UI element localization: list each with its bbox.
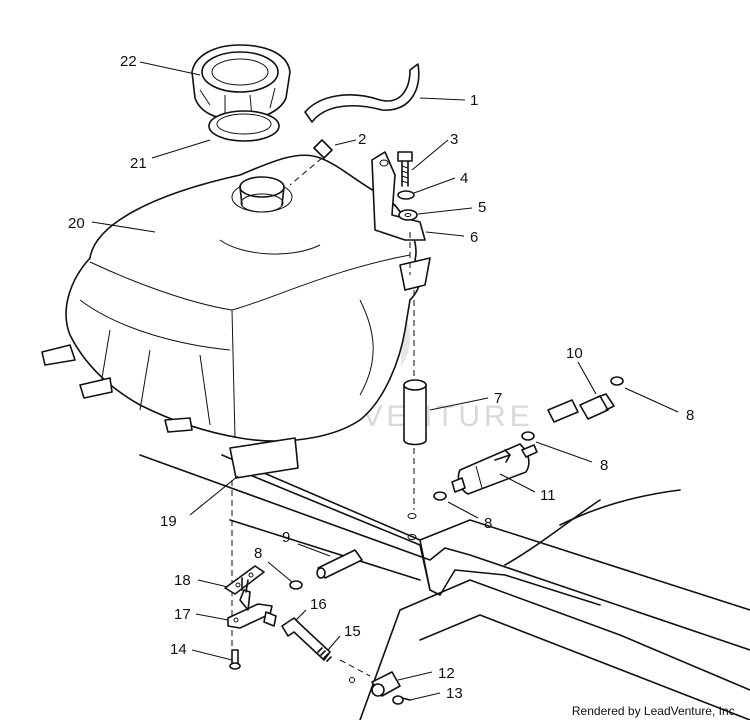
- spacer-tube: [403, 290, 427, 510]
- fuel-line-10: [579, 393, 615, 420]
- hose-clamp: [289, 580, 303, 590]
- callout-labels: 22 21 20 1 2 3 4 5 6 7 10 8 8 11 8 19 9 …: [68, 53, 694, 702]
- callout-10: 10: [566, 345, 583, 362]
- callout-20: 20: [68, 215, 85, 232]
- callout-17: 17: [174, 606, 191, 623]
- bolt: [397, 151, 413, 187]
- fuel-line-9: [316, 549, 363, 579]
- vent-fitting: [289, 139, 333, 186]
- callout-2: 2: [358, 131, 366, 148]
- valve-plate: [224, 565, 265, 595]
- callout-7: 7: [494, 390, 502, 407]
- clip-axis-line: [339, 659, 371, 677]
- callout-8-bottom: 8: [254, 545, 262, 562]
- callout-4: 4: [460, 170, 468, 187]
- flat-washer: [398, 209, 418, 221]
- leader-lines: [91, 61, 679, 701]
- callout-11: 11: [540, 487, 556, 504]
- hose-clamp: [433, 491, 447, 501]
- frame: [139, 454, 750, 720]
- callout-3: 3: [450, 131, 458, 148]
- callout-5: 5: [478, 199, 486, 216]
- callout-18: 18: [174, 572, 191, 589]
- callout-8-middle: 8: [600, 457, 608, 474]
- fuel-line-short: [547, 399, 579, 423]
- hose-clamp: [610, 376, 624, 386]
- fuel-filter: [451, 443, 538, 495]
- callout-16: 16: [310, 596, 327, 613]
- callout-22: 22: [120, 53, 137, 70]
- callout-15: 15: [344, 623, 361, 640]
- frame-clip: [371, 671, 401, 697]
- callout-13: 13: [446, 685, 463, 702]
- callout-1: 1: [470, 92, 478, 109]
- callout-9: 9: [282, 529, 290, 546]
- callout-8-lower: 8: [484, 515, 492, 532]
- hose-clamp: [521, 431, 535, 441]
- cap-gasket: [208, 110, 280, 142]
- screw: [229, 649, 241, 670]
- filler-cap: [191, 44, 291, 121]
- lock-washer: [397, 190, 415, 200]
- fuel-valve: [227, 577, 277, 629]
- fuel-tank: [41, 154, 431, 442]
- callout-19: 19: [160, 513, 177, 530]
- callout-6: 6: [470, 229, 478, 246]
- vent-hose: [304, 63, 420, 123]
- render-credit: Rendered by LeadVenture, Inc.: [571, 704, 738, 718]
- callout-21: 21: [130, 155, 147, 172]
- callout-8-top: 8: [686, 407, 694, 424]
- callout-14: 14: [170, 641, 187, 658]
- clip-screw: [392, 695, 411, 705]
- mounting-bracket: [371, 151, 426, 241]
- callout-12: 12: [438, 665, 455, 682]
- spring: [317, 647, 332, 662]
- hole-marker: [349, 677, 355, 683]
